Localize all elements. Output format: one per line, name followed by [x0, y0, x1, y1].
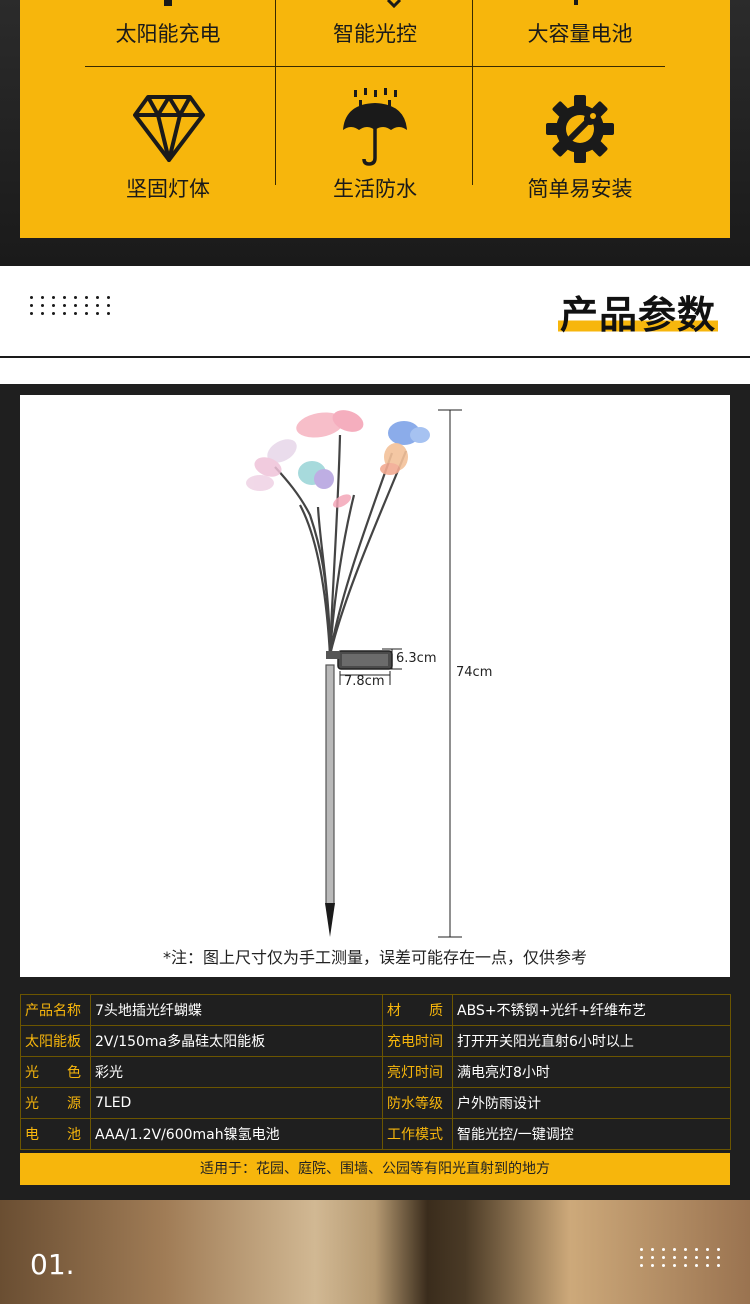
- diamond-icon: [133, 95, 205, 162]
- spec-key: 光 色: [20, 1056, 91, 1088]
- butterfly-lamp-illustration: [246, 409, 462, 938]
- spec-value: 满电亮灯8小时: [452, 1056, 731, 1088]
- product-image: 6.3cm 7.8cm 74cm *注：图上尺寸仅为手工测量，误差可能存在一点，…: [20, 395, 730, 977]
- usage-footer: 适用于：花园、庭院、围墙、公园等有阳光直射到的地方: [20, 1153, 730, 1185]
- solar-panel-icon: [164, 0, 172, 6]
- divider: [275, 0, 276, 185]
- spec-value: 智能光控/一键调控: [452, 1118, 731, 1150]
- dot-grid-decoration: [640, 1248, 723, 1267]
- spec-value: 2V/150ma多晶硅太阳能板: [90, 1025, 383, 1057]
- table-row: 产品名称 7头地插光纤蝴蝶 材 质 ABS+不锈钢+光纤+纤维布艺: [20, 994, 731, 1026]
- title-rule: [0, 356, 750, 358]
- spec-value: 打开开关阳光直射6小时以上: [452, 1025, 731, 1057]
- spec-key: 亮灯时间: [382, 1056, 453, 1088]
- title-section: 产品参数: [0, 266, 750, 384]
- section-number: 01.: [30, 1248, 75, 1281]
- spec-value: 户外防雨设计: [452, 1087, 731, 1119]
- panel-height-label: 6.3cm: [396, 651, 437, 666]
- feature-label: 太阳能充电: [115, 22, 221, 46]
- feature-label: 大容量电池: [527, 22, 633, 46]
- spec-key: 防水等级: [382, 1087, 453, 1119]
- spec-value: 彩光: [90, 1056, 383, 1088]
- gear-wrench-icon: [546, 95, 614, 163]
- light-sensor-icon: [386, 0, 402, 8]
- spec-key: 充电时间: [382, 1025, 453, 1057]
- table-row: 光 源 7LED 防水等级 户外防雨设计: [20, 1087, 731, 1119]
- panel-width-label: 7.8cm: [344, 674, 385, 689]
- total-height-label: 74cm: [456, 665, 493, 680]
- umbrella-rain-icon: [343, 88, 407, 166]
- feature-label: 生活防水: [333, 177, 417, 201]
- spec-table: 产品名称 7头地插光纤蝴蝶 材 质 ABS+不锈钢+光纤+纤维布艺 太阳能板 2…: [20, 994, 731, 1150]
- spec-key: 光 源: [20, 1087, 91, 1119]
- table-row: 太阳能板 2V/150ma多晶硅太阳能板 充电时间 打开开关阳光直射6小时以上: [20, 1025, 731, 1057]
- divider: [85, 66, 665, 67]
- feature-label: 坚固灯体: [126, 177, 210, 201]
- spec-value: AAA/1.2V/600mah镍氢电池: [90, 1118, 383, 1150]
- dot-grid-decoration: [30, 296, 113, 315]
- spec-key: 太阳能板: [20, 1025, 91, 1057]
- table-row: 光 色 彩光 亮灯时间 满电亮灯8小时: [20, 1056, 731, 1088]
- spec-value: 7LED: [90, 1087, 383, 1119]
- table-row: 电 池 AAA/1.2V/600mah镍氢电池 工作模式 智能光控/一键调控: [20, 1118, 731, 1150]
- feature-label: 简单易安装: [527, 177, 633, 201]
- spec-value: 7头地插光纤蝴蝶: [90, 994, 383, 1026]
- battery-icon: [574, 0, 578, 5]
- feature-label: 智能光控: [333, 22, 417, 46]
- features-section: 太阳能充电 智能光控 大容量电池: [0, 0, 750, 266]
- butterfly: [296, 410, 364, 438]
- spec-value: ABS+不锈钢+光纤+纤维布艺: [452, 994, 731, 1026]
- spec-key: 工作模式: [382, 1118, 453, 1150]
- section-title: 产品参数: [557, 284, 718, 339]
- spec-key: 电 池: [20, 1118, 91, 1150]
- features-panel: 太阳能充电 智能光控 大容量电池: [20, 0, 730, 238]
- measurement-note: *注：图上尺寸仅为手工测量，误差可能存在一点，仅供参考: [162, 948, 587, 967]
- spec-key: 产品名称: [20, 994, 91, 1026]
- divider: [472, 0, 473, 185]
- bottom-banner: 01.: [0, 1200, 750, 1304]
- spec-key: 材 质: [382, 994, 453, 1026]
